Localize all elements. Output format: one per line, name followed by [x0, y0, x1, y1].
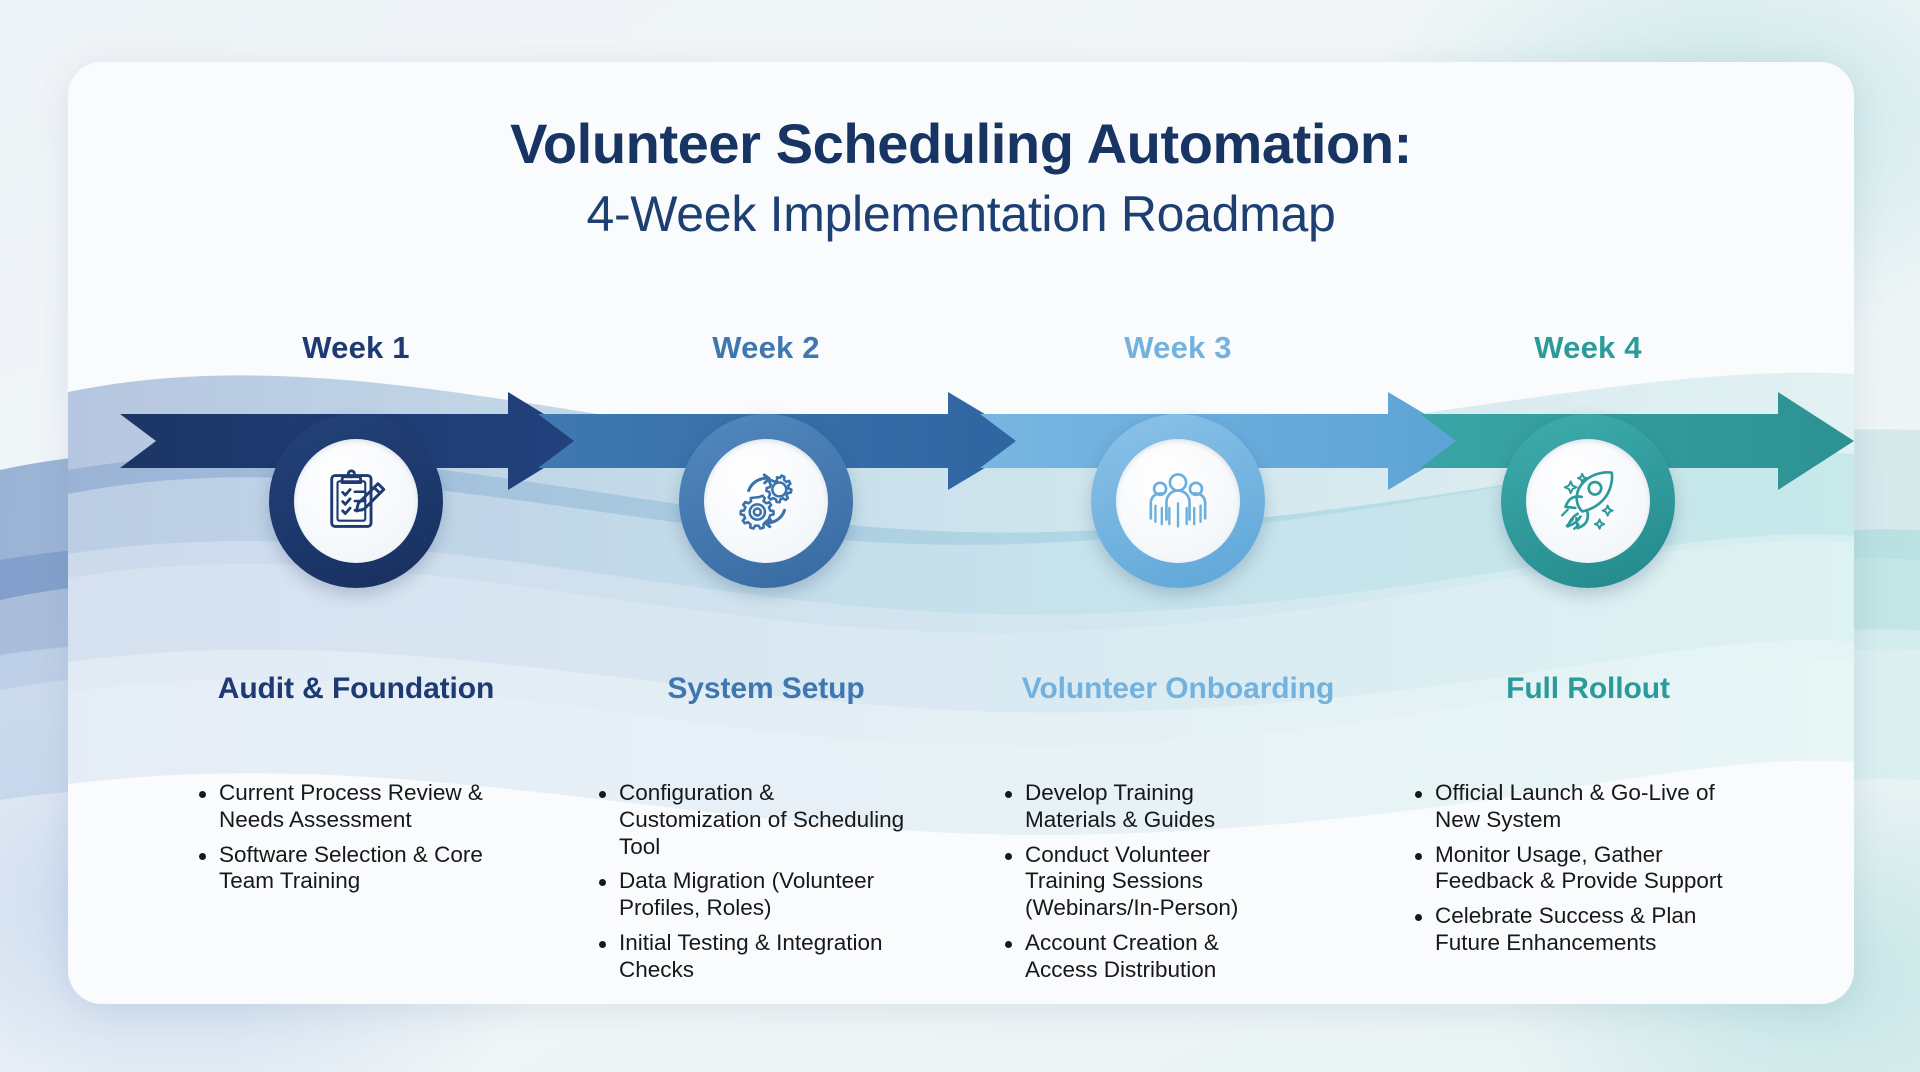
milestone-node-2[interactable]: [679, 414, 853, 588]
infographic-card: Volunteer Scheduling Automation: 4-Week …: [68, 62, 1854, 1004]
bullet-list-1: Current Process Review & Needs Assessmen…: [192, 780, 492, 903]
milestone-node-inner-1: [294, 439, 418, 563]
bullet-list-4: Official Launch & Go-Live of New System …: [1408, 780, 1728, 965]
gears-sync-icon: [739, 473, 793, 530]
list-item: Data Migration (Volunteer Profiles, Role…: [592, 868, 922, 922]
phase-title-3: Volunteer Onboarding: [1021, 672, 1335, 705]
list-item: Celebrate Success & Plan Future Enhancem…: [1408, 903, 1728, 957]
milestone-node-inner-4: [1526, 439, 1650, 563]
list-item: Conduct Volunteer Training Sessions (Web…: [998, 842, 1288, 922]
list-item: Current Process Review & Needs Assessmen…: [192, 780, 492, 834]
milestone-node-3[interactable]: [1091, 414, 1265, 588]
milestone-node-1[interactable]: [269, 414, 443, 588]
bullet-list-3: Develop Training Materials & Guides Cond…: [998, 780, 1288, 991]
list-item: Software Selection & Core Team Training: [192, 842, 492, 896]
rocket-launch-icon: [1560, 471, 1614, 530]
list-item: Initial Testing & Integration Checks: [592, 930, 922, 984]
phase-title-4: Full Rollout: [1506, 672, 1670, 705]
phase-title-2: System Setup: [667, 672, 865, 705]
milestone-node-inner-3: [1116, 439, 1240, 563]
week-label-4: Week 4: [1534, 330, 1642, 365]
page-title: Volunteer Scheduling Automation:: [510, 112, 1412, 175]
list-item: Develop Training Materials & Guides: [998, 780, 1288, 834]
list-item: Official Launch & Go-Live of New System: [1408, 780, 1728, 834]
week-label-3: Week 3: [1124, 330, 1232, 365]
milestone-node-4[interactable]: [1501, 414, 1675, 588]
list-item: Account Creation & Access Distribution: [998, 930, 1288, 984]
title-block: Volunteer Scheduling Automation: 4-Week …: [68, 116, 1854, 241]
page-subtitle: 4-Week Implementation Roadmap: [586, 186, 1336, 242]
list-item: Monitor Usage, Gather Feedback & Provide…: [1408, 842, 1728, 896]
bullet-list-2: Configuration & Customization of Schedul…: [592, 780, 922, 991]
clipboard-checklist-pencil-icon: [330, 469, 386, 528]
week-label-2: Week 2: [712, 330, 820, 365]
week-label-1: Week 1: [302, 330, 410, 365]
milestone-node-inner-2: [704, 439, 828, 563]
people-group-icon: [1149, 473, 1207, 528]
phase-title-1: Audit & Foundation: [217, 672, 495, 705]
list-item: Configuration & Customization of Schedul…: [592, 780, 922, 860]
